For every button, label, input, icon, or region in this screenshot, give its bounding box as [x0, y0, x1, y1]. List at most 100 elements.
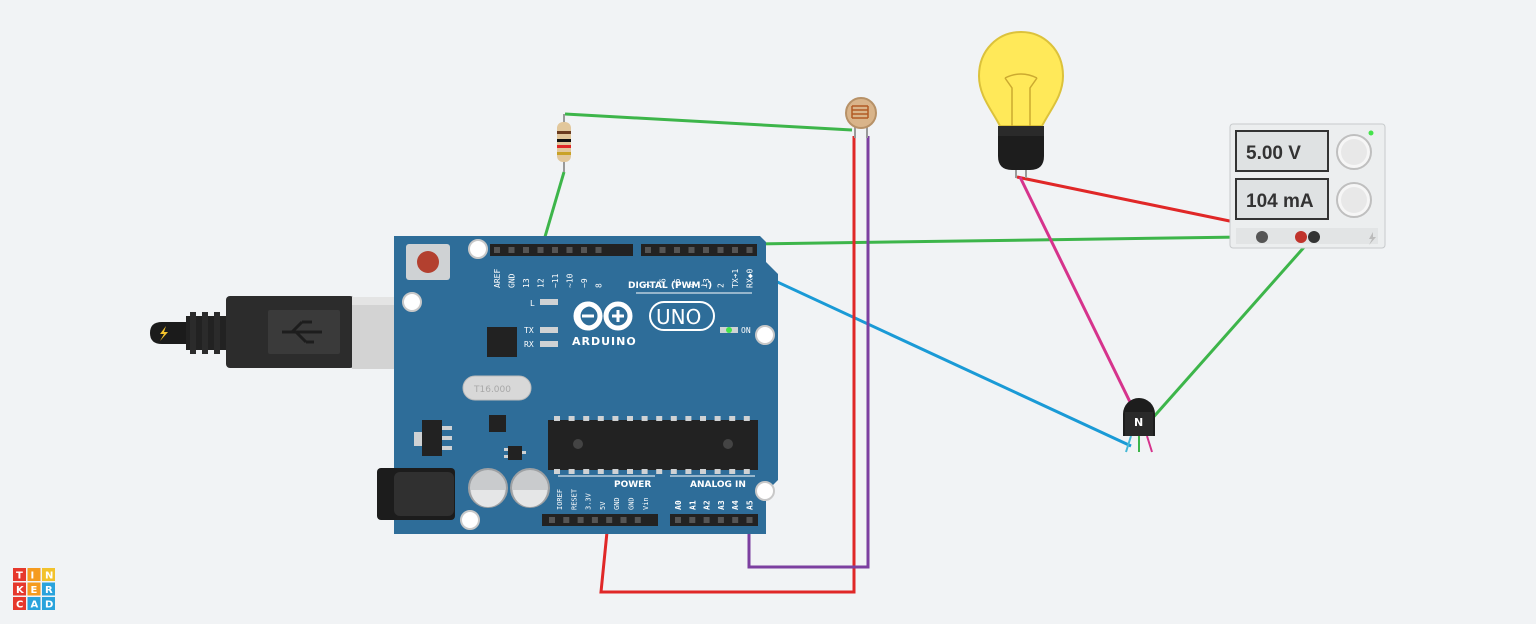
wire-ldr-5v[interactable]	[599, 136, 856, 594]
logo-tile	[13, 568, 26, 581]
current-knob[interactable]	[1336, 182, 1372, 218]
header-hole	[508, 247, 515, 253]
mounting-hole	[402, 292, 422, 312]
chip-pin	[670, 416, 677, 421]
analog-pin-label: A5	[746, 500, 755, 510]
chip-pin	[568, 469, 575, 474]
header-hole	[732, 517, 739, 523]
digital-header-label: DIGITAL (PWM~)	[628, 281, 712, 291]
digital-header-right[interactable]	[641, 244, 757, 256]
power-header[interactable]	[542, 514, 658, 526]
digital-pin-label: 13	[522, 278, 531, 288]
led-label-rx: RX	[524, 340, 534, 349]
logo-tile	[27, 568, 41, 581]
photoresistor[interactable]	[845, 97, 877, 138]
mounting-hole	[755, 481, 775, 501]
digital-pin-label: ~9	[580, 278, 589, 288]
wire-lamp-collector[interactable]	[1018, 176, 1133, 405]
voltage-regulator	[414, 420, 452, 456]
header-hole	[549, 517, 555, 523]
chip-pin	[729, 469, 736, 474]
arduino-logo: ARDUINO UNO	[572, 301, 715, 348]
positive-terminal[interactable]	[1295, 231, 1307, 243]
chip-pin	[656, 469, 663, 474]
logo-letter: D	[45, 600, 53, 611]
light-bulb[interactable]	[977, 30, 1065, 178]
negative-terminal[interactable]	[1308, 231, 1320, 243]
chip-pin	[627, 469, 633, 474]
ground-terminal[interactable]	[1256, 231, 1268, 243]
analog-header-label: ANALOG IN	[690, 480, 746, 490]
chip-pin	[612, 469, 619, 474]
logo-tile	[27, 582, 41, 596]
resistor[interactable]	[557, 114, 571, 172]
wire-resistor-gnd[interactable]	[540, 171, 566, 248]
power-pin-holes	[549, 517, 641, 523]
on-label: ON	[741, 326, 751, 335]
header-hole	[746, 517, 753, 523]
power-pin-label: GND	[613, 497, 621, 510]
digital-pin-label: 7	[644, 283, 653, 288]
dc-power-jack[interactable]	[377, 468, 455, 520]
arduino-model: UNO	[656, 305, 701, 329]
logo-letter: E	[31, 585, 38, 596]
chip-pin	[612, 416, 619, 421]
chip-pin	[641, 416, 648, 421]
header-hole	[537, 247, 544, 253]
wire-supply-emitter[interactable]	[1148, 235, 1316, 422]
current-display	[1235, 178, 1329, 220]
digital-pin-label: 2	[717, 283, 726, 288]
chip-pin	[714, 416, 721, 421]
logo-letter: K	[16, 585, 25, 596]
header-hole	[674, 247, 680, 253]
voltage-knob[interactable]	[1336, 134, 1372, 170]
chip-pin	[700, 416, 706, 421]
logo-tile	[27, 597, 41, 610]
logo-letter: C	[16, 600, 23, 611]
capacitor	[510, 468, 550, 508]
header-hole	[746, 247, 753, 253]
header-hole	[566, 247, 573, 253]
power-supply[interactable]: 5.00 V 104 mA	[1229, 123, 1386, 249]
header-hole	[606, 517, 613, 523]
header-hole	[675, 517, 681, 523]
current-readout: 104 mA	[1246, 191, 1314, 212]
digital-pin-label: ~11	[551, 273, 560, 288]
transistor-smd	[504, 446, 526, 460]
mounting-hole	[755, 325, 775, 345]
digital-pin-label: 4	[688, 283, 697, 288]
small-chip	[489, 415, 506, 432]
chip-pin	[685, 469, 692, 474]
chip-pin	[729, 416, 736, 421]
digital-pin-label: 12	[537, 278, 546, 288]
chip-pin	[583, 416, 590, 421]
header-hole	[634, 517, 641, 523]
chip-pin	[670, 469, 677, 474]
chip-pin	[554, 469, 560, 474]
power-led: ON	[720, 326, 751, 335]
atmega-chip	[548, 416, 758, 474]
header-hole	[703, 517, 710, 523]
header-hole	[659, 247, 666, 253]
wire-ldr-a5[interactable]	[747, 136, 870, 569]
header-hole	[494, 247, 500, 253]
header-hole	[552, 247, 558, 253]
status-leds: L TX RX	[524, 299, 558, 349]
usb-controller-chip	[487, 327, 517, 357]
power-pin-label: Vin	[642, 497, 650, 510]
analog-header[interactable]	[670, 514, 758, 526]
crystal-oscillator: T16.000	[462, 375, 532, 401]
header-hole	[645, 247, 651, 253]
chip-pin	[685, 416, 692, 421]
header-hole	[523, 247, 529, 253]
npn-transistor[interactable]: N	[1123, 398, 1155, 453]
wire-resistor-ldr[interactable]	[564, 112, 853, 132]
digital-pin-label: ~6	[659, 278, 668, 288]
chip-pin	[597, 416, 604, 421]
reset-button[interactable]	[406, 244, 450, 280]
header-hole	[703, 247, 709, 253]
